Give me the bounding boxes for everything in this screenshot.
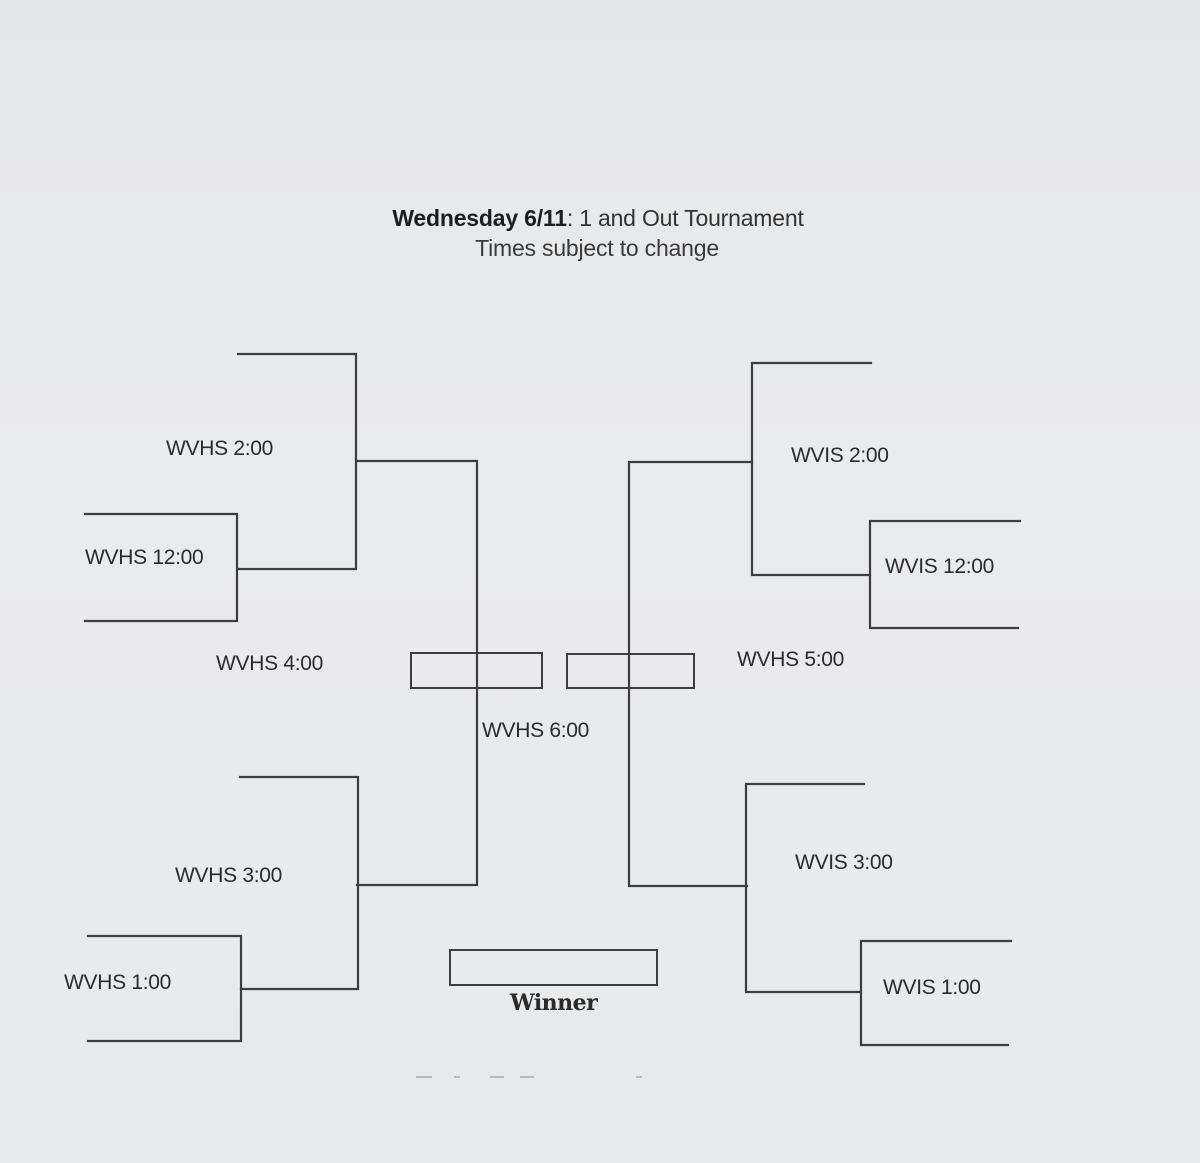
slot-right-bottom-upper: WVIS 3:00 [795, 851, 893, 874]
slot-left-bottom-lower: WVHS 1:00 [64, 971, 172, 994]
slot-left-top-lower: WVHS 12:00 [85, 546, 204, 569]
title-event: : 1 and Out Tournament [566, 205, 804, 231]
winner-label: Winner [510, 990, 598, 1016]
bracket-line-right-bottom-quarter [744, 782, 866, 994]
page-title: Wednesday 6/11: 1 and Out Tournament Tim… [0, 203, 1200, 263]
title-date: Wednesday 6/11 [392, 205, 567, 231]
bracket-line-right-first-round-b [859, 939, 1013, 1047]
slot-right-top-upper: WVIS 2:00 [791, 444, 889, 467]
bracket-line-right-top-quarter [750, 361, 873, 577]
bracket-line-left-first-round-a [83, 512, 239, 623]
bracket-line-left-bottom-quarter [238, 775, 360, 991]
bracket-line-left-first-round-b [86, 934, 243, 1043]
winner-box [449, 949, 658, 986]
slot-left-bottom-upper: WVHS 3:00 [175, 864, 283, 887]
right-semifinal-box [566, 653, 695, 689]
bracket-line-right-semifinal [627, 460, 754, 888]
slot-left-top-upper: WVHS 2:00 [166, 437, 274, 460]
bracket-line-left-top-quarter [236, 352, 358, 571]
slot-championship: WVHS 6:00 [482, 719, 590, 742]
slot-right-top-lower: WVIS 12:00 [885, 555, 995, 578]
bracket-line-right-first-round-a [868, 519, 1022, 630]
slot-left-semifinal: WVHS 4:00 [216, 652, 324, 675]
slot-right-bottom-lower: WVIS 1:00 [883, 976, 981, 999]
left-semifinal-box [410, 652, 543, 689]
bracket-line-left-semifinal [355, 459, 479, 887]
subtitle: Times subject to change [475, 235, 719, 261]
slot-right-semifinal: WVHS 5:00 [737, 648, 845, 671]
